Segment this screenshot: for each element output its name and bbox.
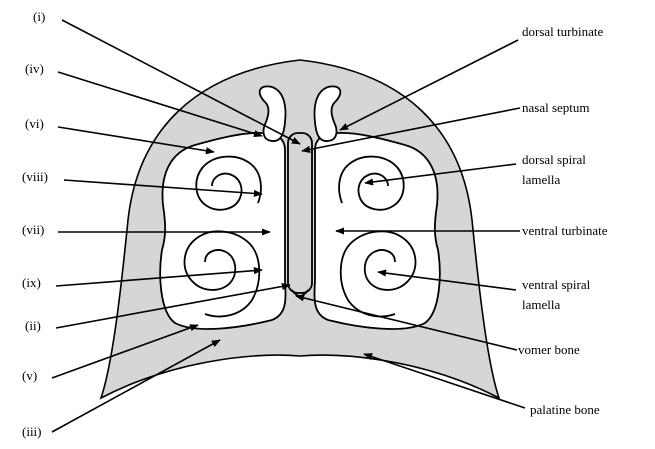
label-viii: (viii)	[22, 169, 48, 184]
label-ix: (ix)	[22, 275, 41, 290]
label-ventral-spiral-line2: lamella	[522, 297, 560, 312]
label-vi: (vi)	[25, 116, 44, 131]
nasal-septum	[288, 133, 312, 293]
label-dorsal-spiral-line2: lamella	[522, 172, 560, 187]
label-iii: (iii)	[22, 424, 42, 439]
label-ventral-turbinate: ventral turbinate	[522, 223, 608, 238]
label-v: (v)	[22, 368, 37, 383]
label-ii: (ii)	[25, 318, 41, 333]
label-ventral-spiral-line1: ventral spiral	[522, 277, 591, 292]
label-i: (i)	[33, 9, 45, 24]
label-palatine-bone: palatine bone	[530, 402, 600, 417]
label-nasal-septum: nasal septum	[522, 100, 590, 115]
label-dorsal-turbinate: dorsal turbinate	[522, 24, 603, 39]
label-vii: (vii)	[22, 222, 44, 237]
label-vomer-bone: vomer bone	[518, 342, 580, 357]
label-dorsal-spiral-line1: dorsal spiral	[522, 152, 586, 167]
label-iv: (iv)	[25, 61, 44, 76]
